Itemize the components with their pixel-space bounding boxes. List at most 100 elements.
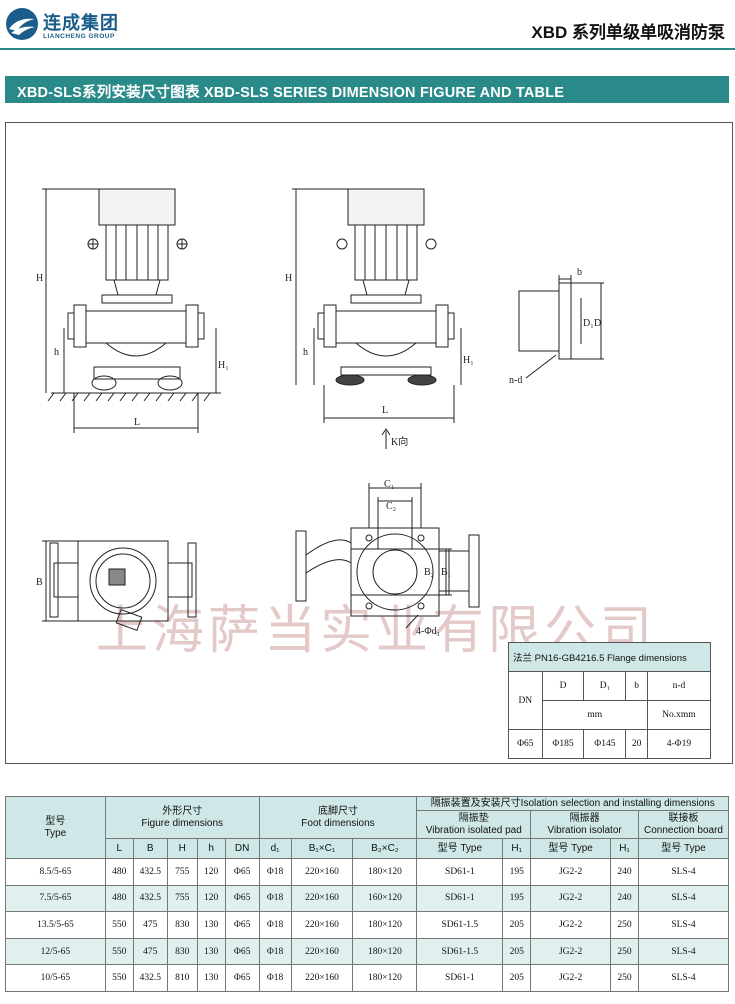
table-cell: 432.5	[132, 858, 168, 886]
table-cell: 8.5/5-65	[5, 858, 106, 886]
table-cell: SD61-1.5	[416, 911, 504, 939]
table-cell: 830	[166, 937, 198, 966]
flange-cell: 20	[625, 729, 648, 759]
table-cell: SD61-1	[416, 964, 504, 992]
table-cell: 180×120	[352, 964, 418, 992]
table-cell: 550	[104, 911, 134, 939]
bottom-view-pump	[295, 483, 480, 629]
type-header-en: Type	[44, 827, 67, 839]
label-h-1: h	[54, 347, 59, 358]
foot-dimensions-header: 底脚尺寸 Foot dimensions	[258, 796, 418, 839]
table-cell: Φ65	[224, 858, 260, 886]
board-header-en: Connection board	[644, 824, 723, 836]
section-title: XBD-SLS系列安装尺寸图表 XBD-SLS SERIES DIMENSION…	[17, 85, 565, 101]
isolator-header: 隔振器 Vibration isolator	[530, 810, 639, 839]
table-cell: 250	[610, 911, 639, 939]
table-cell: 480	[104, 884, 134, 913]
flange-side-view	[518, 275, 604, 379]
table-cell: 830	[166, 911, 198, 939]
label-k-direction: K向	[391, 435, 408, 448]
table-cell: 220×160	[290, 937, 354, 966]
label-B: B	[36, 577, 43, 588]
table-cell: 220×160	[290, 911, 354, 939]
logo-mark-icon	[6, 8, 38, 40]
front-view-pump	[42, 188, 221, 433]
table-cell: SLS-4	[637, 884, 730, 913]
sub-header: DN	[224, 838, 260, 859]
table-cell: JG2-2	[530, 858, 612, 886]
company-logo: 连成集团 LIANCHENG GROUP	[5, 7, 125, 47]
table-cell: 220×160	[290, 884, 354, 913]
table-cell: SLS-4	[637, 858, 730, 886]
label-H1-2: H₁	[463, 355, 474, 366]
table-cell: Φ65	[224, 937, 260, 966]
label-H1-1: H₁	[218, 360, 229, 371]
isolator-header-cn: 隔振器	[569, 812, 600, 824]
top-view-pump	[42, 540, 197, 631]
label-C2: C₂	[386, 501, 396, 512]
flange-cell: Φ145	[583, 729, 627, 759]
section-banner: XBD-SLS系列安装尺寸图表 XBD-SLS SERIES DIMENSION…	[5, 76, 729, 103]
table-cell: 240	[610, 884, 639, 913]
flange-cell: Φ185	[541, 729, 585, 759]
label-b: b	[577, 267, 582, 278]
table-cell: 10/5-65	[5, 964, 106, 992]
table-cell: 180×120	[352, 911, 418, 939]
foot-header-cn: 底脚尺寸	[317, 805, 358, 817]
sub-header: B	[132, 838, 168, 859]
table-cell: 205	[502, 911, 532, 939]
table-cell: Φ65	[224, 911, 260, 939]
header-divider	[0, 48, 735, 50]
table-cell: 755	[166, 884, 198, 913]
table-cell: 250	[610, 937, 639, 966]
figure-header-cn: 外形尺寸	[162, 805, 203, 817]
sub-header: B₁×C₁	[290, 838, 354, 859]
table-cell: SLS-4	[637, 911, 730, 939]
flange-col-D1: D₁	[583, 671, 627, 701]
page-header: 连成集团 LIANCHENG GROUP XBD 系列单级单吸消防泵	[0, 0, 735, 50]
flange-dimensions-table: 法兰 PN16-GB4216.5 Flange dimensions DN D …	[508, 642, 712, 759]
label-n-d: n-d	[509, 375, 522, 386]
flange-dn-header: DN	[508, 671, 543, 730]
table-cell: 480	[104, 858, 134, 886]
table-cell: 550	[104, 964, 134, 992]
flange-cell: 4-Φ19	[646, 729, 712, 759]
isolator-header-en: Vibration isolator	[547, 824, 622, 836]
table-cell: 13.5/5-65	[5, 911, 106, 939]
figure-header-en: Figure dimensions	[141, 817, 224, 829]
sub-header: H₁	[502, 838, 532, 859]
pad-header-cn: 隔振垫	[458, 812, 489, 824]
table-cell: 120	[196, 858, 226, 886]
table-cell: 130	[196, 911, 226, 939]
label-h-2: h	[303, 347, 308, 358]
table-cell: Φ18	[258, 858, 292, 886]
table-cell: Φ65	[224, 884, 260, 913]
label-H-1: H	[36, 273, 43, 284]
table-cell: SLS-4	[637, 937, 730, 966]
table-cell: SD61-1	[416, 884, 504, 913]
label-B1: B₁	[441, 567, 451, 578]
table-cell: Φ18	[258, 884, 292, 913]
pad-header-en: Vibration isolated pad	[425, 824, 522, 836]
sub-header: L	[104, 838, 134, 859]
sub-header: 型号 Type	[637, 838, 730, 859]
table-cell: 12/5-65	[5, 937, 106, 966]
flange-cell: Φ65	[508, 729, 543, 759]
table-cell: Φ65	[224, 964, 260, 992]
table-cell: JG2-2	[530, 937, 612, 966]
table-cell: 432.5	[132, 884, 168, 913]
table-cell: 220×160	[290, 858, 354, 886]
table-cell: 7.5/5-65	[5, 884, 106, 913]
sub-header: h	[196, 838, 226, 859]
sub-header: B₂×C₂	[352, 838, 418, 859]
pad-header: 隔振垫 Vibration isolated pad	[416, 810, 532, 839]
table-cell: SLS-4	[637, 964, 730, 992]
figure-dimensions-header: 外形尺寸 Figure dimensions	[104, 796, 260, 839]
label-H-2: H	[285, 273, 292, 284]
table-cell: 195	[502, 884, 532, 913]
